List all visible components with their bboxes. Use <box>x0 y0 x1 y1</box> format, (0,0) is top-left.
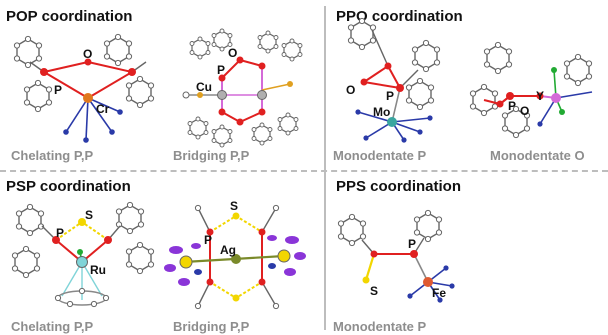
pop-bridging-structure <box>182 28 303 148</box>
pps-label-s: S <box>370 284 379 298</box>
psp-label-p: P <box>56 226 65 240</box>
pps-label-p: P <box>408 237 417 251</box>
ppo-caption-monodentate-p: Monodentate P <box>333 148 427 163</box>
left-counterion <box>164 243 202 286</box>
ppo-label-mo: Mo <box>373 105 391 119</box>
pps-caption-monodentate-p: Monodentate P <box>333 319 427 334</box>
ppo-label-o2: O <box>520 104 530 118</box>
psp-chelating-structure <box>11 201 155 308</box>
vertical-divider <box>324 6 326 330</box>
pop-caption-chelating: Chelating P,P <box>11 148 94 163</box>
ppo-label-y: Y <box>536 89 545 103</box>
pps-mono-p-structure <box>337 209 455 303</box>
ppo-mono-o-structure <box>469 41 593 139</box>
ppo-label-o: O <box>346 83 356 97</box>
ppo-label-p2: P <box>508 99 517 113</box>
pps-title: PPS coordination <box>336 178 462 195</box>
psp-label-p2: P <box>204 233 213 247</box>
pop-title: POP coordination <box>6 8 133 25</box>
psp-title: PSP coordination <box>6 178 131 195</box>
right-counterion <box>267 235 306 276</box>
pop-chelating-structure <box>13 33 155 143</box>
psp-label-s2: S <box>230 199 239 213</box>
psp-label-s: S <box>85 208 94 222</box>
pop-label-cu: Cu <box>196 80 212 94</box>
pop-label-p2: P <box>217 63 226 77</box>
psp-label-ru: Ru <box>90 263 106 277</box>
ppo-title: PPO coordination <box>336 8 463 25</box>
horizontal-divider <box>0 170 608 172</box>
pps-label-fe: Fe <box>432 286 447 300</box>
psp-caption-chelating: Chelating P,P <box>11 319 94 334</box>
psp-caption-bridging: Bridging P,P <box>173 319 250 334</box>
pop-label-p: P <box>54 83 63 97</box>
psp-bridging-structure <box>164 204 306 310</box>
ppo-caption-monodentate-o: Monodentate O <box>490 148 585 163</box>
pop-label-cr: Cr <box>96 102 110 116</box>
psp-label-ag: Ag <box>220 243 236 257</box>
ppo-label-p: P <box>386 89 395 103</box>
pop-label-o: O <box>83 47 93 61</box>
pop-caption-bridging: Bridging P,P <box>173 148 250 163</box>
ppo-mono-p-structure <box>347 17 441 143</box>
pop-label-o2: O <box>228 46 238 60</box>
